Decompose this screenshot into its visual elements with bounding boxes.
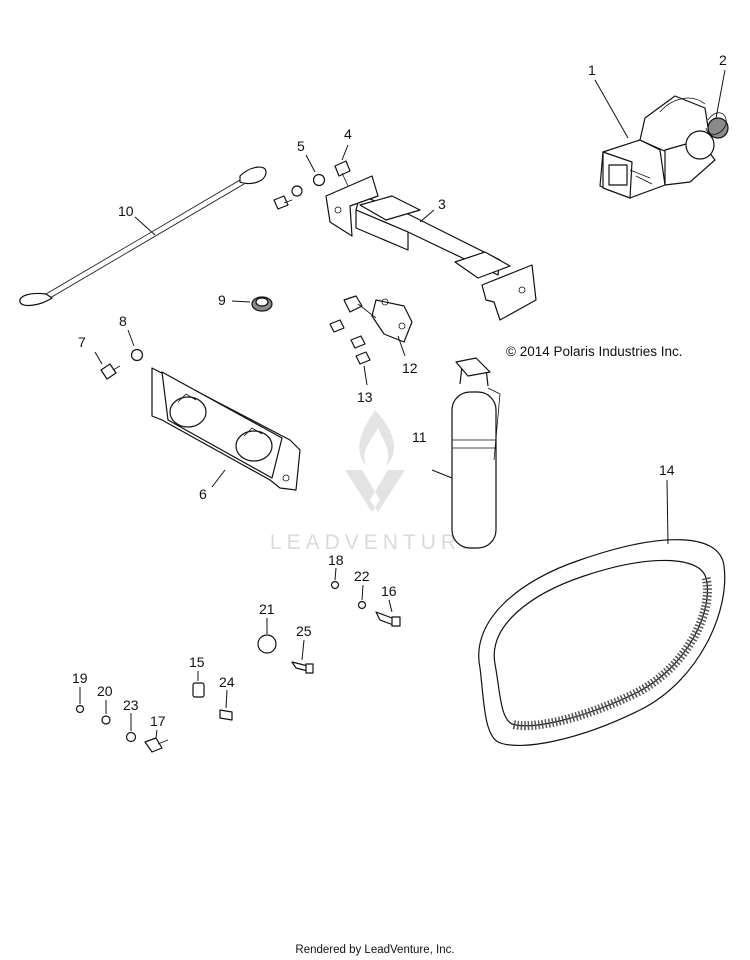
part-23-washer	[125, 731, 137, 743]
part-10-cable	[19, 166, 267, 307]
callout-15: 15	[189, 654, 205, 670]
part-17-bolt	[144, 737, 169, 753]
callout-5: 5	[297, 138, 305, 154]
callout-16: 16	[381, 583, 397, 599]
callout-22: 22	[354, 568, 370, 584]
part-1-hitch-receiver	[599, 95, 729, 199]
part-24-pin	[219, 709, 233, 721]
callout-25: 25	[296, 623, 312, 639]
part-4-bolt	[334, 160, 351, 187]
callout-2: 2	[719, 52, 727, 68]
part-16-bolt	[375, 611, 401, 627]
part-22-washer	[357, 600, 367, 610]
callout-12: 12	[402, 360, 418, 376]
callout-19: 19	[72, 670, 88, 686]
callout-3: 3	[438, 196, 446, 212]
part-7-bolt	[100, 363, 121, 380]
callout-11: 11	[412, 429, 427, 445]
render-credit: Rendered by LeadVenture, Inc.	[295, 944, 454, 956]
part-11-fire-extinguisher	[451, 357, 501, 549]
callout-17: 17	[150, 713, 166, 729]
callout-9: 9	[218, 292, 226, 308]
part-5-nuts	[273, 173, 326, 210]
part-19-washer	[75, 704, 85, 714]
copyright-notice: © 2014 Polaris Industries Inc.	[506, 344, 683, 359]
callout-13: 13	[357, 389, 373, 405]
callout-23: 23	[123, 697, 139, 713]
watermark-text: LEADVENTURE	[270, 531, 480, 554]
part-14-drive-belt	[478, 539, 726, 747]
part-21-washer	[257, 634, 277, 654]
callout-4: 4	[344, 126, 352, 142]
callout-10: 10	[118, 203, 134, 219]
callout-1: 1	[588, 62, 596, 78]
callout-labels: 1 2 3 4 5 6 7 8 9 10 11 12 13 14 15 16 1…	[72, 52, 727, 729]
part-12-switch	[343, 295, 413, 343]
part-25-bolt	[291, 661, 314, 674]
part-6-plate	[151, 367, 301, 491]
callout-20: 20	[97, 683, 113, 699]
part-20-washer	[101, 715, 111, 725]
callout-24: 24	[219, 674, 235, 690]
callout-14: 14	[659, 462, 675, 478]
part-13-screws	[329, 319, 371, 365]
part-8-nut	[130, 348, 144, 362]
leadventure-watermark: LEADVENTURE	[270, 410, 480, 554]
part-3-front-bracket	[325, 175, 537, 321]
leader-lines	[79, 69, 726, 739]
callout-18: 18	[328, 552, 344, 568]
part-15-spacer	[192, 682, 205, 698]
callout-21: 21	[259, 601, 275, 617]
part-9-grommet	[251, 296, 273, 312]
part-2-hitch-pin	[705, 112, 727, 135]
part-18-washer	[330, 580, 340, 590]
callout-7: 7	[78, 334, 86, 350]
callout-6: 6	[199, 486, 207, 502]
callout-8: 8	[119, 313, 127, 329]
